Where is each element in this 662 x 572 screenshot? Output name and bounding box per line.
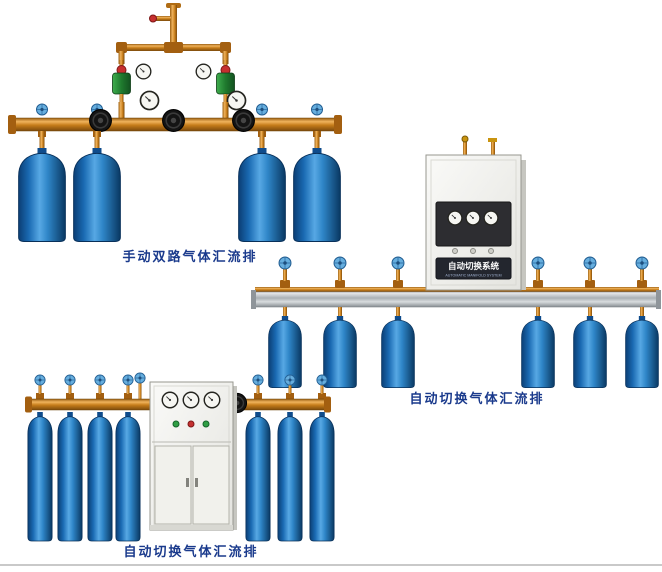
control-cabinet — [149, 381, 237, 531]
cylinder-valve-knob — [333, 256, 347, 270]
gas-cylinder — [573, 316, 607, 388]
cylinder-valve-knob — [284, 374, 296, 386]
cylinder-valve-knob — [252, 374, 264, 386]
pressure-gauge — [161, 391, 179, 409]
cylinder-valve-knob — [583, 256, 597, 270]
auto-switch-manifold-bottom-illustration — [25, 372, 335, 542]
gas-cylinder — [18, 148, 66, 242]
gas-cylinder — [57, 412, 83, 542]
cylinder-valve-knob — [635, 256, 649, 270]
pressure-gauge — [203, 391, 221, 409]
cylinder-valve-knob — [34, 374, 46, 386]
cabinet-label-plate — [435, 257, 512, 280]
gas-cylinder — [309, 412, 335, 542]
auto-switch-manifold-right-illustration: 自动切换系统 AUTOMATIC MANIFOLD SYSTEM — [251, 135, 661, 388]
regulator-drop-pipe — [118, 102, 125, 119]
gas-cylinder — [27, 412, 53, 542]
cylinder-connectors — [38, 131, 321, 149]
cylinder-valve-knob — [531, 256, 545, 270]
cylinder-valve-knob — [94, 374, 106, 386]
control-cabinet: 自动切换系统 AUTOMATIC MANIFOLD SYSTEM — [425, 135, 526, 291]
cylinder-valve-knob — [134, 372, 146, 384]
pressure-gauge — [195, 63, 212, 80]
cabinet-sublabel: AUTOMATIC MANIFOLD SYSTEM — [445, 274, 501, 278]
indicator-light — [452, 248, 458, 254]
cabinet-label: 自动切换系统 — [448, 261, 500, 271]
valve-handwheel — [231, 108, 256, 133]
gas-cylinder — [87, 412, 113, 542]
pressure-gauge — [226, 90, 247, 111]
cylinder-valve-knob — [255, 103, 269, 116]
manual-dual-manifold-illustration — [8, 3, 342, 242]
valve-handwheel — [88, 108, 113, 133]
cylinder-valve-knob — [316, 374, 328, 386]
cabinet-plinth — [150, 525, 233, 530]
pressure-gauge — [135, 63, 152, 80]
pressure-gauge — [139, 90, 160, 111]
regulator-drop-pipe — [222, 102, 229, 119]
gas-cylinder — [245, 412, 271, 542]
gas-cylinder — [381, 316, 415, 388]
pressure-gauge — [483, 210, 499, 226]
gas-cylinder — [625, 316, 659, 388]
gas-cylinder — [277, 412, 303, 542]
rail-valve-stations — [278, 256, 649, 288]
pressure-gauge — [182, 391, 200, 409]
indicator-light — [488, 248, 494, 254]
caption-manual-dual-manifold: 手动双路气体汇流排 — [122, 249, 258, 264]
cylinder-connectors — [283, 307, 644, 317]
door-handle — [186, 478, 189, 487]
header-pipe — [116, 42, 231, 64]
caption-auto-switch-manifold-right: 自动切换气体汇流排 — [409, 391, 545, 406]
cylinder-valve-knob — [122, 374, 134, 386]
valve-stations — [34, 372, 328, 400]
cylinder-valve-knob — [391, 256, 405, 270]
top-inlet-pipe — [149, 3, 181, 46]
indicator-light — [172, 420, 180, 428]
gas-cylinder — [115, 412, 141, 542]
indicator-light — [470, 248, 476, 254]
caption-auto-switch-manifold-bottom: 自动切换气体汇流排 — [123, 544, 259, 559]
cylinder-valve-knob — [310, 103, 324, 116]
cylinder-valve-knob — [64, 374, 76, 386]
cylinder-valve-knob — [35, 103, 49, 116]
indicator-light — [202, 420, 210, 428]
door-handle — [195, 478, 198, 487]
pressure-gauge — [447, 210, 463, 226]
gas-cylinder — [73, 148, 121, 242]
indicator-light — [187, 420, 195, 428]
cabinet-door — [192, 445, 230, 525]
gas-cylinder — [521, 316, 555, 388]
valve-handwheel — [161, 108, 186, 133]
pressure-regulator-left — [112, 60, 131, 104]
bottom-divider — [0, 564, 662, 566]
cabinet-door — [154, 445, 192, 525]
cylinder-valve-knob — [278, 256, 292, 270]
pressure-gauge — [465, 210, 481, 226]
